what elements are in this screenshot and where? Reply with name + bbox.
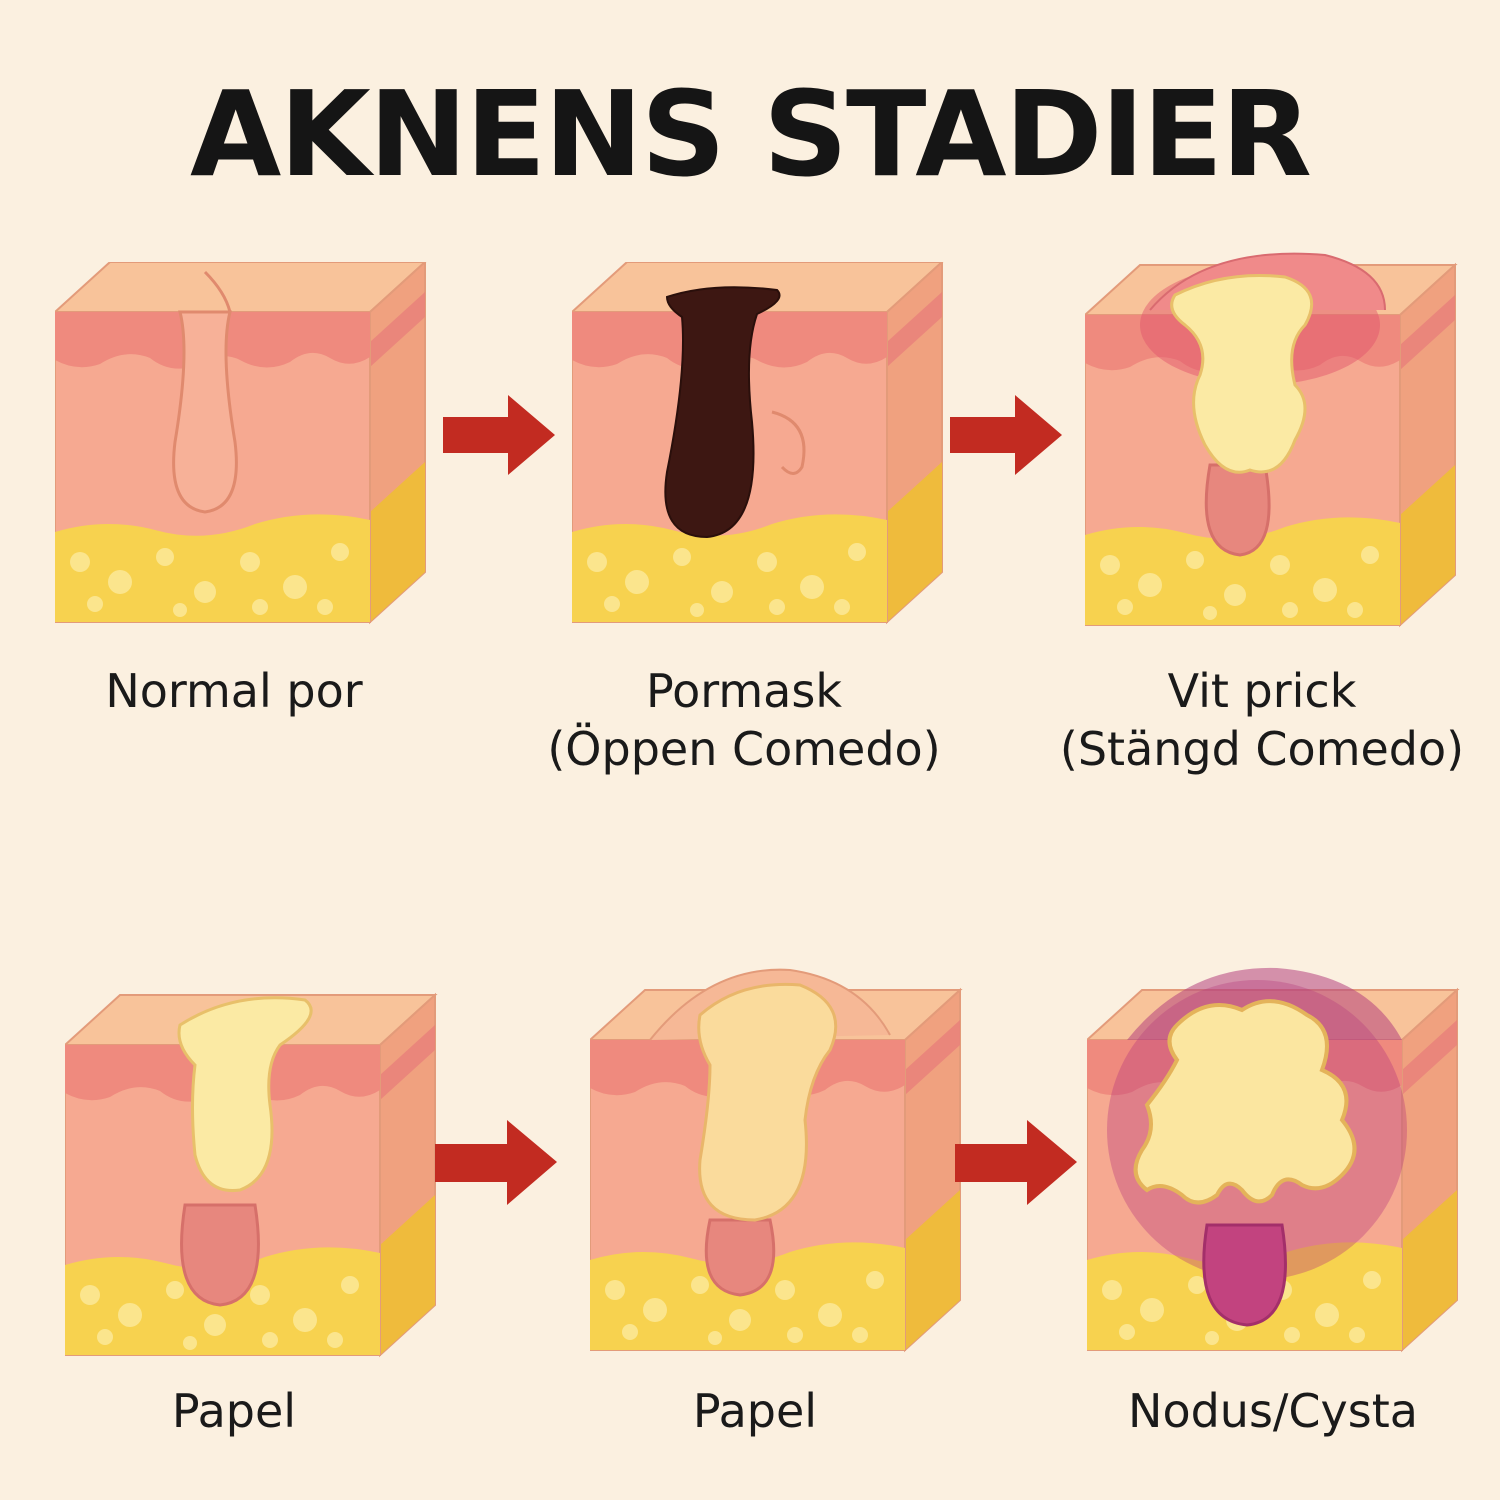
stage-label-papule-2: Papel	[692, 1384, 818, 1438]
arrow-right-icon	[435, 1120, 557, 1205]
stage-label-papule-1: Papel	[171, 1384, 297, 1438]
open-comedo-illustration	[572, 262, 943, 623]
arrow-right-icon	[950, 395, 1062, 475]
stage-label-blackhead: Pormask (Öppen Comedo)	[547, 664, 941, 776]
stage-label-normal: Normal por	[105, 664, 363, 718]
normal-pore-illustration	[55, 262, 426, 623]
arrow-right-icon	[955, 1120, 1077, 1205]
papule-illustration	[65, 994, 436, 1356]
page-title: AKNENS STADIER	[190, 65, 1312, 203]
nodule-cyst-illustration	[1087, 967, 1458, 1351]
stage-label-nodule: Nodus/Cysta	[1128, 1384, 1418, 1438]
closed-comedo-illustration	[1085, 252, 1456, 626]
papule-swollen-illustration	[590, 968, 961, 1351]
stage-label-whitehead: Vit prick (Stängd Comedo)	[1059, 664, 1465, 776]
arrow-right-icon	[443, 395, 555, 475]
